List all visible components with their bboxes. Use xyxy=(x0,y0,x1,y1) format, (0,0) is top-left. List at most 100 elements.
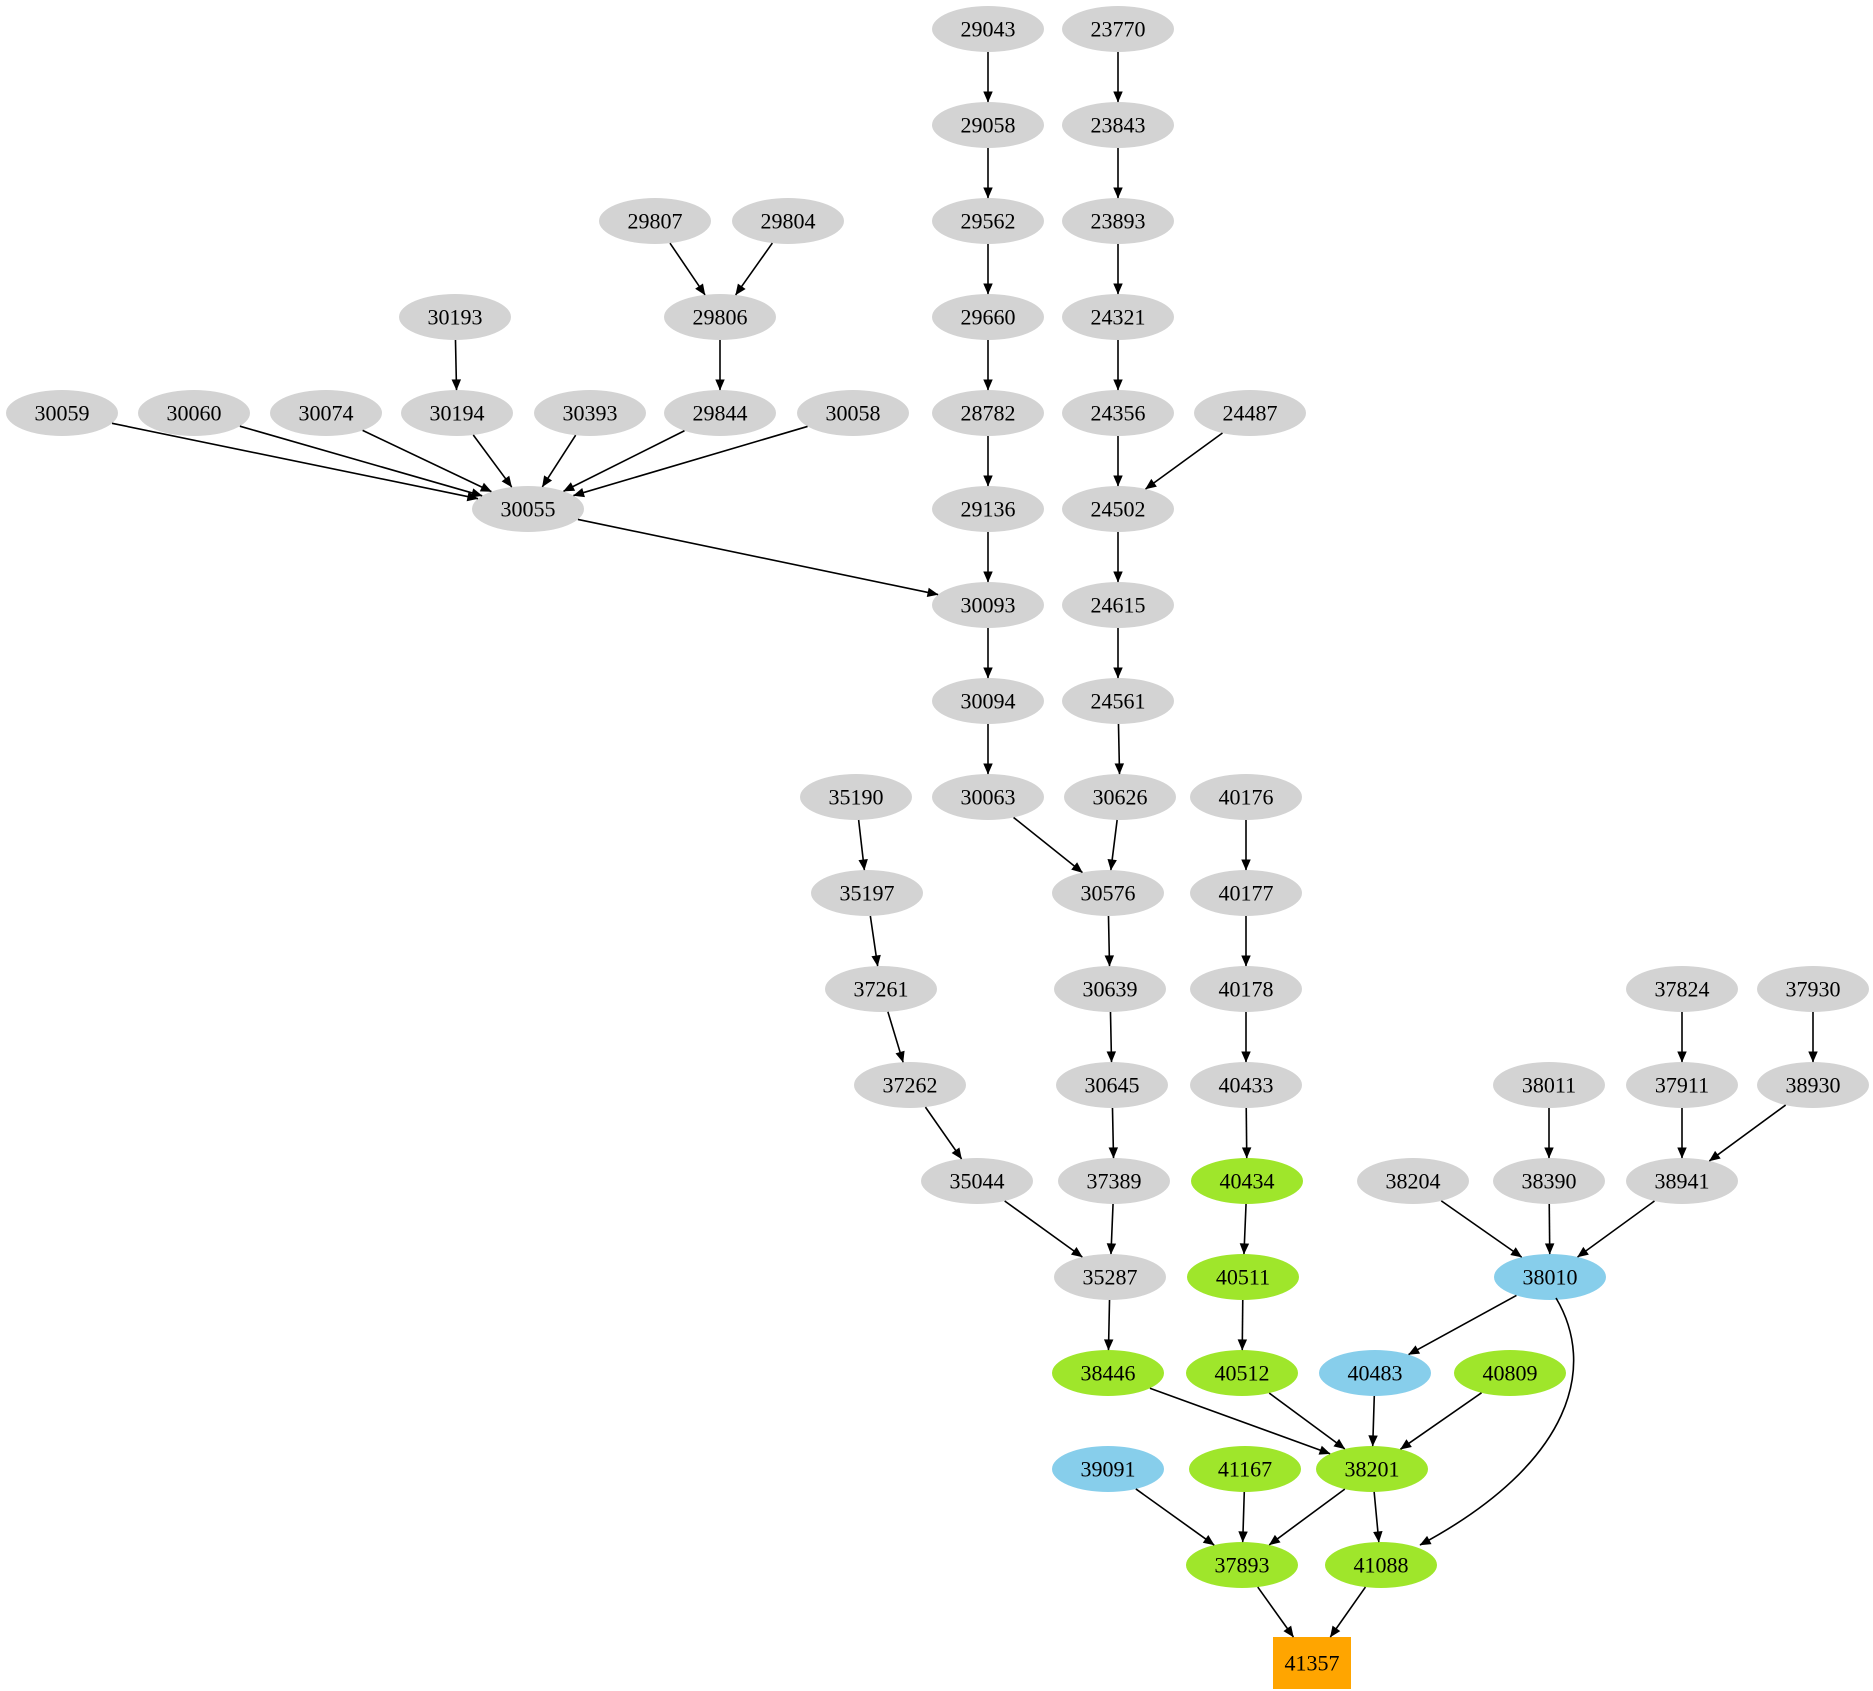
node-38201: 38201 xyxy=(1316,1446,1428,1492)
node-label-29136: 29136 xyxy=(961,496,1016,521)
node-38204: 38204 xyxy=(1357,1158,1469,1204)
node-ellipse-24615 xyxy=(1062,582,1174,628)
node-24502: 24502 xyxy=(1062,486,1174,532)
node-label-37389: 37389 xyxy=(1087,1168,1142,1193)
node-label-40483: 40483 xyxy=(1348,1360,1403,1385)
node-label-37930: 37930 xyxy=(1786,976,1841,1001)
edge-29807-29806 xyxy=(669,242,706,296)
node-37930: 37930 xyxy=(1757,966,1869,1012)
node-label-29807: 29807 xyxy=(628,208,683,233)
node-41167: 41167 xyxy=(1189,1446,1301,1492)
node-23843: 23843 xyxy=(1062,102,1174,148)
node-23770: 23770 xyxy=(1062,6,1174,52)
edge-37261-37262 xyxy=(887,1011,905,1063)
edge-40511-40512 xyxy=(1237,1299,1248,1351)
edge-38204-38010 xyxy=(1440,1200,1523,1258)
node-label-30060: 30060 xyxy=(167,400,222,425)
node-30059: 30059 xyxy=(6,390,118,436)
node-ellipse-30058 xyxy=(797,390,909,436)
node-29807: 29807 xyxy=(599,198,711,244)
edge-40512-38201 xyxy=(1268,1392,1346,1450)
node-ellipse-24561 xyxy=(1062,678,1174,724)
node-40511: 40511 xyxy=(1187,1254,1299,1300)
node-ellipse-38010 xyxy=(1494,1254,1606,1300)
node-ellipse-41088 xyxy=(1325,1542,1437,1588)
edge-40809-38201 xyxy=(1400,1392,1482,1450)
edge-35190-35197 xyxy=(857,819,868,871)
node-label-29660: 29660 xyxy=(961,304,1016,329)
node-30639: 30639 xyxy=(1054,966,1166,1012)
node-ellipse-35044 xyxy=(921,1158,1033,1204)
node-label-30393: 30393 xyxy=(563,400,618,425)
node-ellipse-40809 xyxy=(1454,1350,1566,1396)
edge-30393-30055 xyxy=(541,434,577,488)
node-label-38010: 38010 xyxy=(1523,1264,1578,1289)
node-ellipse-30193 xyxy=(399,294,511,340)
node-ellipse-38204 xyxy=(1357,1158,1469,1204)
node-label-40512: 40512 xyxy=(1215,1360,1270,1385)
node-label-24487: 24487 xyxy=(1223,400,1278,425)
node-label-30626: 30626 xyxy=(1093,784,1148,809)
node-label-30645: 30645 xyxy=(1085,1072,1140,1097)
node-label-30094: 30094 xyxy=(961,688,1016,713)
node-41357: 41357 xyxy=(1273,1637,1351,1689)
node-ellipse-29043 xyxy=(932,6,1044,52)
node-label-30576: 30576 xyxy=(1081,880,1136,905)
edge-24487-24502 xyxy=(1145,432,1223,490)
node-label-38930: 38930 xyxy=(1786,1072,1841,1097)
edge-30194-30055 xyxy=(472,434,513,488)
node-35044: 35044 xyxy=(921,1158,1033,1204)
node-label-37261: 37261 xyxy=(854,976,909,1001)
node-label-40176: 40176 xyxy=(1219,784,1274,809)
node-ellipse-40177 xyxy=(1190,870,1302,916)
node-ellipse-29058 xyxy=(932,102,1044,148)
node-29804: 29804 xyxy=(732,198,844,244)
node-label-37911: 37911 xyxy=(1655,1072,1709,1097)
node-ellipse-30059 xyxy=(6,390,118,436)
node-ellipse-38201 xyxy=(1316,1446,1428,1492)
node-ellipse-37911 xyxy=(1626,1062,1738,1108)
node-30645: 30645 xyxy=(1056,1062,1168,1108)
node-38930: 38930 xyxy=(1757,1062,1869,1108)
edge-38446-38201 xyxy=(1149,1387,1331,1455)
node-ellipse-38930 xyxy=(1757,1062,1869,1108)
node-label-23770: 23770 xyxy=(1091,16,1146,41)
node-label-41167: 41167 xyxy=(1218,1456,1272,1481)
node-label-38011: 38011 xyxy=(1522,1072,1576,1097)
node-label-41088: 41088 xyxy=(1354,1552,1409,1577)
node-35287: 35287 xyxy=(1054,1254,1166,1300)
node-label-30058: 30058 xyxy=(826,400,881,425)
node-ellipse-35287 xyxy=(1054,1254,1166,1300)
node-37911: 37911 xyxy=(1626,1062,1738,1108)
node-30093: 30093 xyxy=(932,582,1044,628)
node-30094: 30094 xyxy=(932,678,1044,724)
edge-37389-35287 xyxy=(1106,1203,1117,1255)
node-ellipse-40178 xyxy=(1190,966,1302,1012)
node-30058: 30058 xyxy=(797,390,909,436)
node-label-40434: 40434 xyxy=(1220,1168,1275,1193)
node-30194: 30194 xyxy=(401,390,513,436)
node-label-30194: 30194 xyxy=(430,400,485,425)
node-40176: 40176 xyxy=(1190,774,1302,820)
node-29043: 29043 xyxy=(932,6,1044,52)
node-38390: 38390 xyxy=(1493,1158,1605,1204)
node-ellipse-24487 xyxy=(1194,390,1306,436)
node-label-38201: 38201 xyxy=(1345,1456,1400,1481)
node-40483: 40483 xyxy=(1319,1350,1431,1396)
edge-37893-41357 xyxy=(1257,1586,1295,1638)
node-label-40178: 40178 xyxy=(1219,976,1274,1001)
node-ellipse-29660 xyxy=(932,294,1044,340)
edge-29804-29806 xyxy=(734,242,774,296)
edge-30576-30639 xyxy=(1104,915,1115,967)
node-29562: 29562 xyxy=(932,198,1044,244)
node-label-30193: 30193 xyxy=(428,304,483,329)
node-ellipse-35197 xyxy=(811,870,923,916)
edge-40434-40511 xyxy=(1239,1203,1250,1255)
node-24487: 24487 xyxy=(1194,390,1306,436)
node-40809: 40809 xyxy=(1454,1350,1566,1396)
node-label-29806: 29806 xyxy=(693,304,748,329)
node-24356: 24356 xyxy=(1062,390,1174,436)
node-24615: 24615 xyxy=(1062,582,1174,628)
node-40512: 40512 xyxy=(1186,1350,1298,1396)
node-label-38941: 38941 xyxy=(1655,1168,1710,1193)
